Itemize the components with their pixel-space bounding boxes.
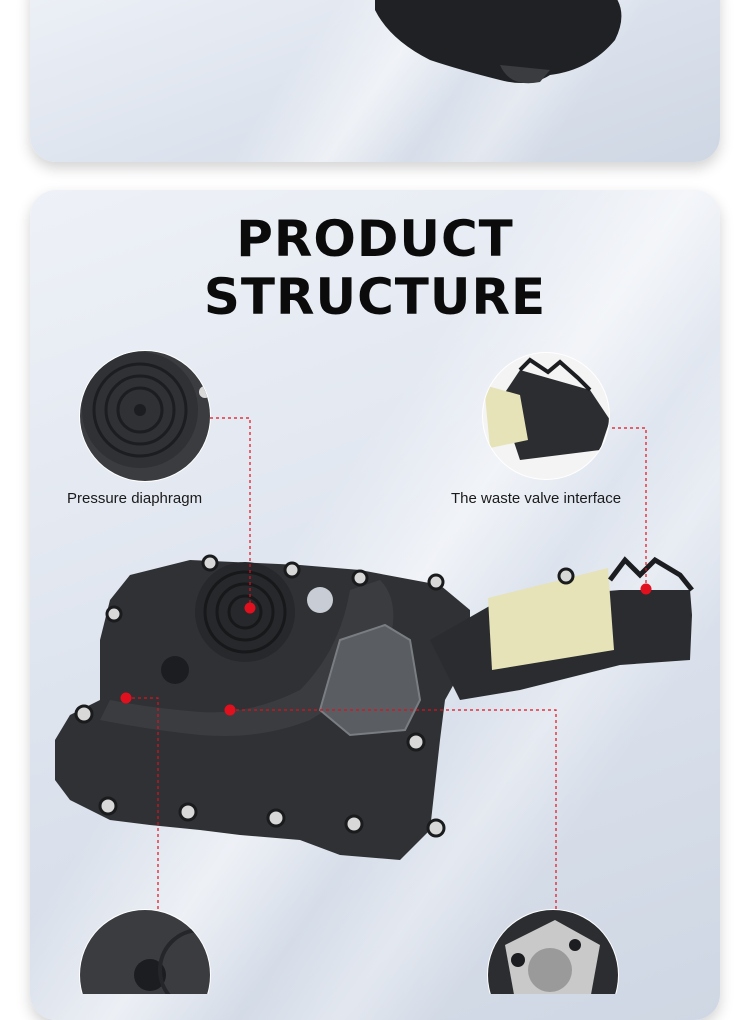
detail-circle-waste-valve [482,352,610,480]
title-line-1: PRODUCT [236,210,514,268]
detail-circle-bottom-right [487,909,619,994]
title-line-2: STRUCTURE [203,268,547,326]
top-product-card [30,0,720,162]
top-part-image [375,0,622,84]
callout-markers [120,583,652,716]
callout-lines [126,417,647,912]
product-diagram [55,350,694,994]
detail-circle-diaphragm [79,350,211,482]
main-part-body [55,554,694,860]
section-title: PRODUCT STRUCTURE [0,210,750,326]
label-waste-valve-interface: The waste valve interface [451,490,622,507]
detail-circle-bottom-left [79,909,211,994]
label-pressure-diaphragm: Pressure diaphragm [67,490,203,507]
